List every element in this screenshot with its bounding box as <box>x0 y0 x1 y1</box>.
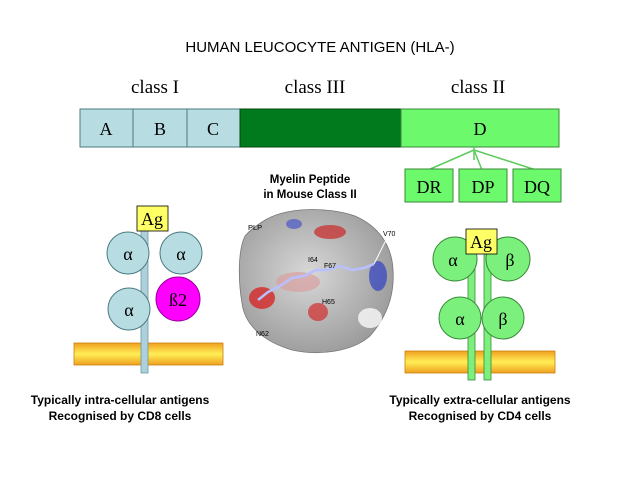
mhc-i-membrane <box>73 342 224 366</box>
surface-blue-patch-top <box>286 219 302 229</box>
mhc-ii-caption-line1: Typically extra-cellular antigens <box>389 393 571 407</box>
gene-b-label: B <box>154 119 166 139</box>
d-subregion-connectors <box>427 147 537 171</box>
peptide-title-line2: in Mouse Class II <box>263 189 356 201</box>
mhc-i-beta2-domain <box>155 276 201 322</box>
mhc-ii-antigen-box <box>465 228 498 255</box>
subregion-dp-label: DP <box>471 177 494 197</box>
gene-a-label: A <box>100 119 113 139</box>
mhc-ii-alpha2-label: α <box>455 309 465 329</box>
peptide-title-line1: Myelin Peptide <box>270 174 351 186</box>
mhc-ii-alpha1-label: α <box>448 250 458 270</box>
class-iii-region <box>239 108 402 148</box>
mhc-i-alpha3-domain <box>107 287 151 331</box>
d-subregions: DR DP DQ <box>404 168 562 203</box>
class-ii-label: class II <box>451 77 505 98</box>
mhc-ii-beta1-label: β <box>505 250 514 270</box>
mhc-i-caption-line2: Recognised by CD8 cells <box>49 409 192 423</box>
mhc-i-alpha3-label: α <box>124 300 134 320</box>
gene-d-label: D <box>474 119 487 139</box>
mhc-i-antigen-label: Ag <box>141 209 163 229</box>
surface-pink-patch <box>276 272 320 292</box>
mhc-i-alpha1-domain <box>106 231 150 275</box>
surface-white-patch <box>358 308 382 328</box>
mhc-i-caption-line1: Typically intra-cellular antigens <box>31 393 210 407</box>
label-v70: V70 <box>383 231 396 238</box>
mhc-class-i-molecule: Ag α α α ß2 <box>73 205 224 374</box>
gene-box-c <box>186 108 241 148</box>
mhc-ii-membrane <box>404 350 556 374</box>
subregion-dr-label: DR <box>416 177 441 197</box>
label-n62: N62 <box>256 331 269 338</box>
mhc-ii-antigen-label: Ag <box>470 232 492 252</box>
class-i-label: class I <box>131 77 179 98</box>
peptide-backbone <box>257 262 375 301</box>
subregion-dq-box <box>512 168 562 203</box>
mhc-ii-alpha2-domain <box>438 296 482 340</box>
class-iii-label: class III <box>285 77 346 98</box>
surface-blue-patch-right <box>369 261 387 291</box>
mhc-i-alpha1-label: α <box>123 244 133 264</box>
subregion-dr-box <box>404 168 454 203</box>
mhc-ii-caption-line2: Recognised by CD4 cells <box>409 409 552 423</box>
subregion-dp-box <box>458 168 508 203</box>
gene-bar: A B C D <box>79 108 560 148</box>
diagram-title: HUMAN LEUCOCYTE ANTIGEN (HLA-) <box>185 39 454 56</box>
v70-pointer <box>373 239 387 265</box>
mhc-class-ii-molecule: Ag α β α β <box>404 228 556 381</box>
mhc-i-beta2-label: ß2 <box>169 290 187 310</box>
mhc-i-antigen-box <box>136 205 169 232</box>
gene-box-d <box>400 108 560 148</box>
label-i64: I64 <box>308 257 318 264</box>
gene-box-a <box>79 108 134 148</box>
surface-red-patch-top <box>314 225 346 239</box>
subregion-dq-label: DQ <box>524 177 550 197</box>
mhc-ii-beta2-label: β <box>498 309 507 329</box>
surface-red-patch-bottom <box>308 303 328 321</box>
label-plp: PLP <box>248 223 262 232</box>
mhc-i-alpha2-label: α <box>176 244 186 264</box>
label-f67: F67 <box>324 263 336 270</box>
mhc-ii-beta2-domain <box>481 296 525 340</box>
mhc-i-alpha2-domain <box>159 231 203 275</box>
peptide-structure: Myelin Peptide in Mouse Class II PLP V70… <box>238 174 396 354</box>
label-h65: H65 <box>322 299 335 306</box>
gene-c-label: C <box>207 119 219 139</box>
gene-box-b <box>132 108 188 148</box>
